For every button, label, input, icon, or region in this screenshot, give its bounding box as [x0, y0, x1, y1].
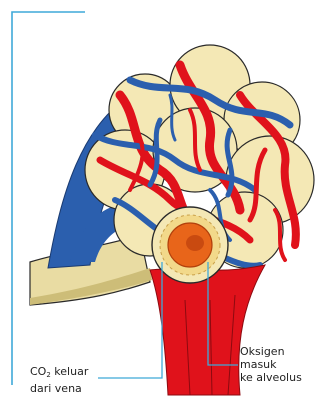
o2-line2: masuk — [240, 358, 302, 371]
co2-line1: keluar — [51, 365, 89, 378]
o2-line3: ke alveolus — [240, 371, 302, 384]
label-co2-out: CO2 keluar dari vena — [30, 365, 88, 395]
capillary-cross-section — [152, 207, 228, 283]
o2-line1: Oksigen — [240, 345, 302, 358]
label-o2-in: Oksigen masuk ke alveolus — [240, 345, 302, 384]
co2-formula: CO — [30, 365, 46, 378]
co2-line2: dari vena — [30, 382, 88, 395]
